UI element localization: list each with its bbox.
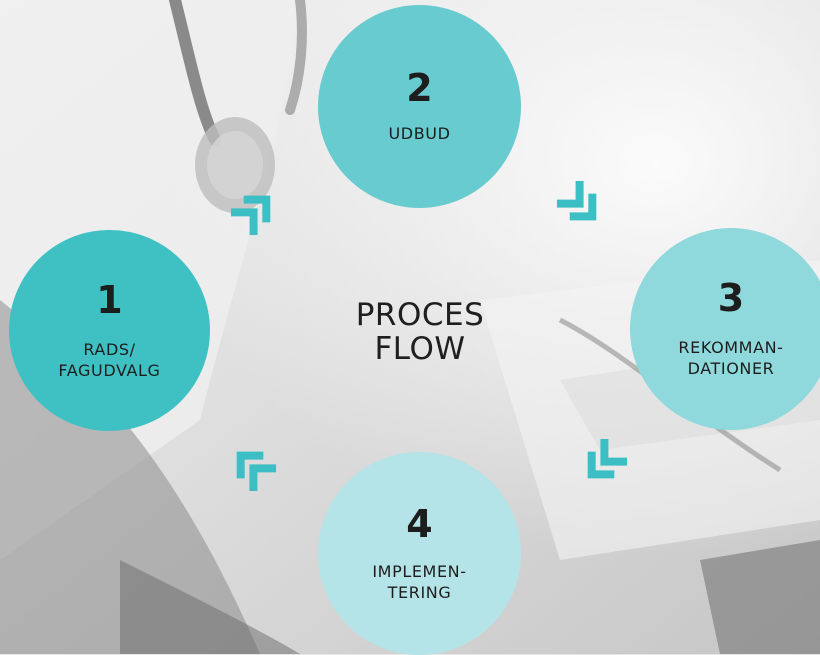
double-chevron-down-right-icon bbox=[556, 180, 597, 221]
step-4-circle: 4 IMPLEMEN- TERING bbox=[318, 452, 521, 655]
step-2-number: 2 bbox=[406, 66, 433, 110]
double-chevron-down-left-icon bbox=[587, 438, 628, 479]
step-1-number: 1 bbox=[96, 277, 123, 322]
step-1-circle: 1 RADS/ FAGUDVALG bbox=[9, 230, 210, 431]
step-3-circle: 3 REKOMMAN- DATIONER bbox=[630, 228, 820, 430]
double-chevron-up-right-icon bbox=[230, 195, 271, 236]
process-flow-title: PROCES FLOW bbox=[355, 297, 485, 367]
step-2-circle: 2 UDBUD bbox=[318, 5, 521, 208]
step-1-label: RADS/ FAGUDVALG bbox=[58, 339, 161, 380]
step-3-number: 3 bbox=[717, 276, 745, 320]
step-4-number: 4 bbox=[406, 501, 433, 546]
step-3-label: REKOMMAN- DATIONER bbox=[678, 338, 784, 378]
step-2-label: UDBUD bbox=[388, 124, 451, 143]
step-4-label: IMPLEMEN- TERING bbox=[372, 561, 467, 602]
double-chevron-up-left-icon bbox=[236, 451, 277, 492]
